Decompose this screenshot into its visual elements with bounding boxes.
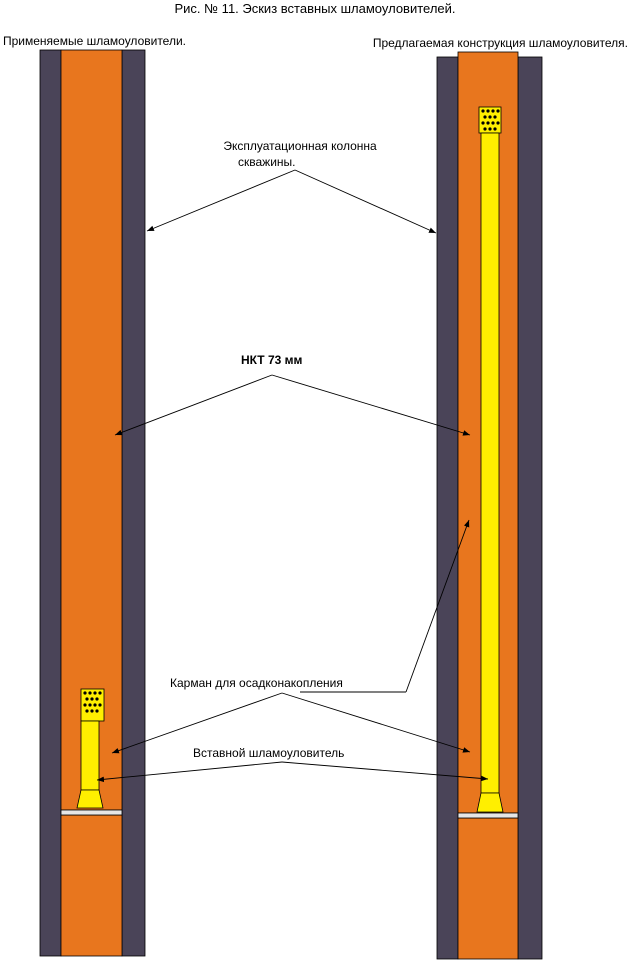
left-collar-plate [60, 809, 123, 816]
label-tubing: НКТ 73 мм [241, 353, 303, 367]
arrow-pocket-right [281, 692, 471, 753]
label-pocket: Карман для осадконакопления [170, 676, 343, 690]
left-trap-body [80, 720, 100, 791]
arrow-pocket-upper-right [405, 519, 470, 693]
right-casing-inner-wall [517, 56, 543, 960]
right-trap-perforations [481, 109, 500, 131]
label-casing-line2: скважины. [238, 155, 295, 169]
figure-title: Рис. № 11. Эскиз вставных шламоуловителе… [174, 1, 455, 16]
arrow-casing-left [146, 169, 296, 232]
arrow-pocket-left [111, 692, 283, 754]
right-collar-plate [457, 812, 519, 819]
left-casing-inner-wall [121, 49, 146, 957]
right-assembly [436, 51, 543, 960]
right-casing-outer-wall [436, 56, 459, 960]
arrow-tubing-left [114, 374, 273, 436]
left-casing-outer-wall [39, 49, 62, 957]
arrow-casing-right [294, 169, 437, 234]
left-tubing-lower [60, 814, 123, 957]
left-trap-flange [76, 789, 104, 809]
label-insert: Вставной шламоуловитель [193, 746, 344, 760]
left-trap-perforations [83, 691, 102, 713]
arrow-insert-right [281, 761, 489, 782]
arrow-tubing-right [271, 374, 471, 436]
left-tubing-upper [60, 49, 123, 811]
right-tubing-lower [457, 817, 519, 960]
label-casing-line1: Эксплуатационная колонна [223, 139, 377, 153]
arrow-insert-left [96, 761, 283, 783]
right-caption: Предлагаемая конструкция шламоуловителя. [373, 36, 628, 50]
right-trap-body [480, 132, 500, 794]
left-assembly [39, 49, 146, 957]
left-caption: Применяемые шламоуловители. [3, 34, 186, 48]
right-trap-flange [476, 792, 504, 813]
